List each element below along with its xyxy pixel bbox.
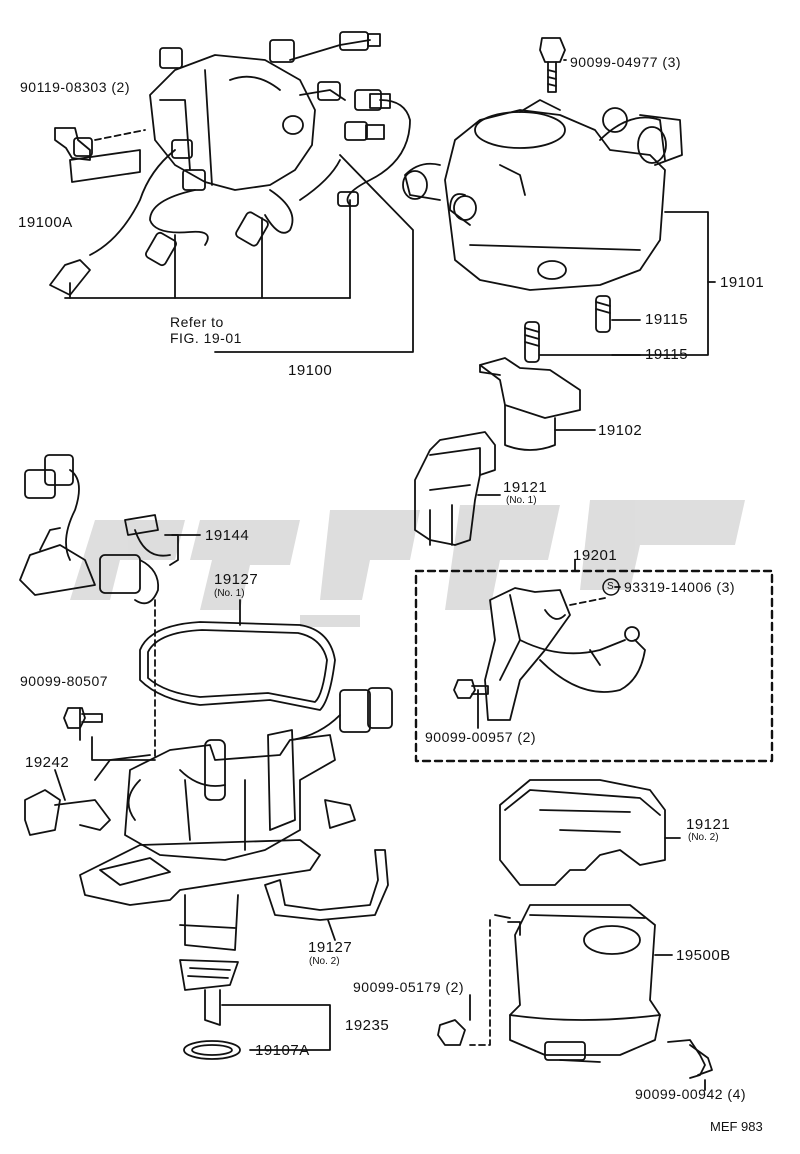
label-90099-00942: 90099-00942 (4) xyxy=(635,1086,747,1102)
label-19127-no1: 19127 xyxy=(214,571,259,588)
label-19144: 19144 xyxy=(205,527,250,544)
screw-90099-00957 xyxy=(453,679,489,699)
housing-19500B xyxy=(507,904,661,1063)
screw-90099-04977 xyxy=(539,37,566,93)
label-19201: 19201 xyxy=(573,547,618,564)
label-19107A: 19107A xyxy=(255,1042,310,1059)
rotor-19102 xyxy=(479,357,581,451)
label-no1-a: (No. 1) xyxy=(506,495,537,506)
label-19242: 19242 xyxy=(25,754,70,771)
bolt-90119-08303 xyxy=(54,127,93,161)
label-19100: 19100 xyxy=(288,362,333,379)
label-refer-to: Refer to xyxy=(170,314,224,330)
distributor-cap-19101 xyxy=(402,99,683,291)
label-19102: 19102 xyxy=(598,422,643,439)
gasket-19127-no1 xyxy=(139,621,336,711)
label-90099-05179: 90099-05179 (2) xyxy=(353,979,465,995)
signal-generator-19201 xyxy=(484,587,646,721)
spring-19115-lower xyxy=(524,321,540,363)
label-no2-b: (No. 2) xyxy=(309,956,340,967)
label-90099-04977: 90099-04977 (3) xyxy=(570,54,682,70)
bolt-90099-00942 xyxy=(667,1039,713,1079)
s-mark-circle xyxy=(602,578,620,596)
label-19101: 19101 xyxy=(720,274,765,291)
spring-19115-upper xyxy=(595,295,611,333)
o-ring-19107A xyxy=(183,1040,241,1060)
label-fig-19-01: FIG. 19-01 xyxy=(170,330,242,346)
distributor-assembly-19100 xyxy=(49,31,411,296)
watermark-logo xyxy=(70,500,745,627)
gasket-19127-no2 xyxy=(264,849,389,921)
label-19127-no2: 19127 xyxy=(308,939,353,956)
label-19500B: 19500B xyxy=(676,947,731,964)
label-19121-no1: 19121 xyxy=(503,479,548,496)
label-no1-b: (No. 1) xyxy=(214,588,245,599)
distributor-housing xyxy=(79,687,393,1026)
dust-cover-19121-no2 xyxy=(499,779,681,886)
label-19100A: 19100A xyxy=(18,214,73,231)
figure-code: MEF 983 xyxy=(710,1119,763,1134)
label-19121-no2: 19121 xyxy=(686,816,731,833)
label-no2-a: (No. 2) xyxy=(688,832,719,843)
dust-cover-19121-no1 xyxy=(414,431,496,546)
bolt-90099-80507 xyxy=(63,707,103,729)
label-19115-upper: 19115 xyxy=(645,311,689,328)
plate-19100A xyxy=(69,149,141,183)
label-19235: 19235 xyxy=(345,1017,390,1034)
label-s-mark: S xyxy=(607,581,614,592)
label-90099-00957: 90099-00957 (2) xyxy=(425,729,537,745)
label-90099-80507: 90099-80507 xyxy=(20,673,109,689)
nut-90099-05179 xyxy=(437,1019,466,1046)
label-19115-lower: 19115 xyxy=(645,346,689,363)
label-93319-14006: 93319-14006 (3) xyxy=(624,579,736,595)
label-90119-08303: 90119-08303 (2) xyxy=(20,79,130,95)
